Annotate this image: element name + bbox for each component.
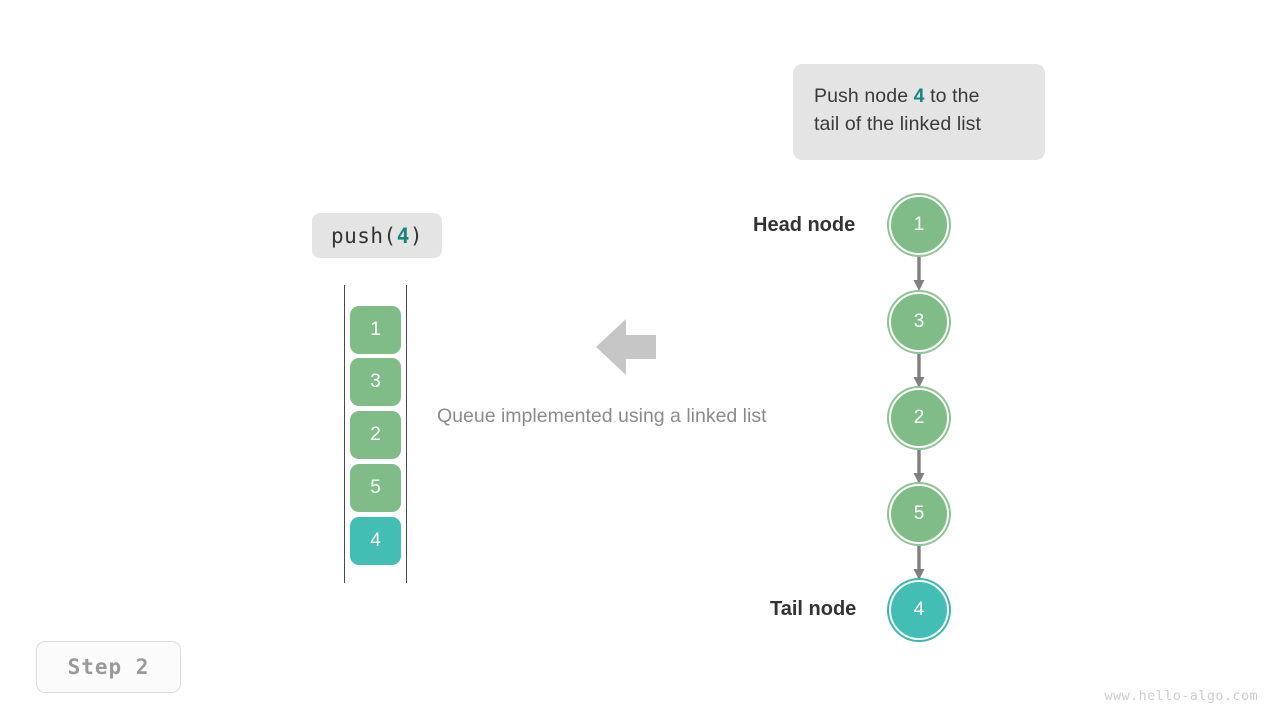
link-arrow-icon — [913, 448, 925, 484]
queue-cell: 3 — [350, 358, 401, 406]
head-node-label: Head node — [753, 214, 856, 236]
link-arrow-icon — [913, 544, 925, 580]
queue-cell: 5 — [350, 464, 401, 512]
callout-box: Push node 4 to the tail of the linked li… — [793, 64, 1045, 160]
left-arrow-icon — [596, 319, 656, 375]
step-badge: Step 2 — [36, 641, 181, 693]
operation-chip: push(4) — [312, 213, 442, 258]
diagram-caption: Queue implemented using a linked list — [437, 405, 767, 427]
linked-list-node: 2 — [889, 388, 949, 448]
queue-cell: 2 — [350, 411, 401, 459]
linked-list-node: 5 — [889, 484, 949, 544]
watermark: www.hello-algo.com — [1104, 688, 1258, 704]
callout-line1-value: 4 — [913, 85, 925, 107]
tail-node-label: Tail node — [770, 598, 857, 620]
operation-value: 4 — [396, 223, 410, 248]
link-arrow-icon — [913, 352, 925, 388]
linked-list-node: 4 — [889, 580, 949, 640]
queue-container: 1 3 2 5 4 — [344, 285, 408, 583]
linked-list-node: 3 — [889, 292, 949, 352]
queue-cell: 1 — [350, 306, 401, 354]
queue-cell: 4 — [350, 517, 401, 565]
operation-prefix: push( — [330, 223, 397, 248]
operation-suffix: ) — [409, 223, 424, 248]
linked-list-container: 1 3 2 5 4 — [880, 185, 970, 645]
link-arrow-icon — [913, 255, 925, 291]
callout-line1-pre: Push node — [814, 85, 914, 107]
queue-rail-right — [406, 285, 407, 583]
linked-list-node: 1 — [889, 195, 949, 255]
queue-rail-left — [344, 285, 345, 583]
callout-line1-post: to the — [924, 85, 980, 107]
callout-line2: tail of the linked list — [814, 113, 982, 135]
